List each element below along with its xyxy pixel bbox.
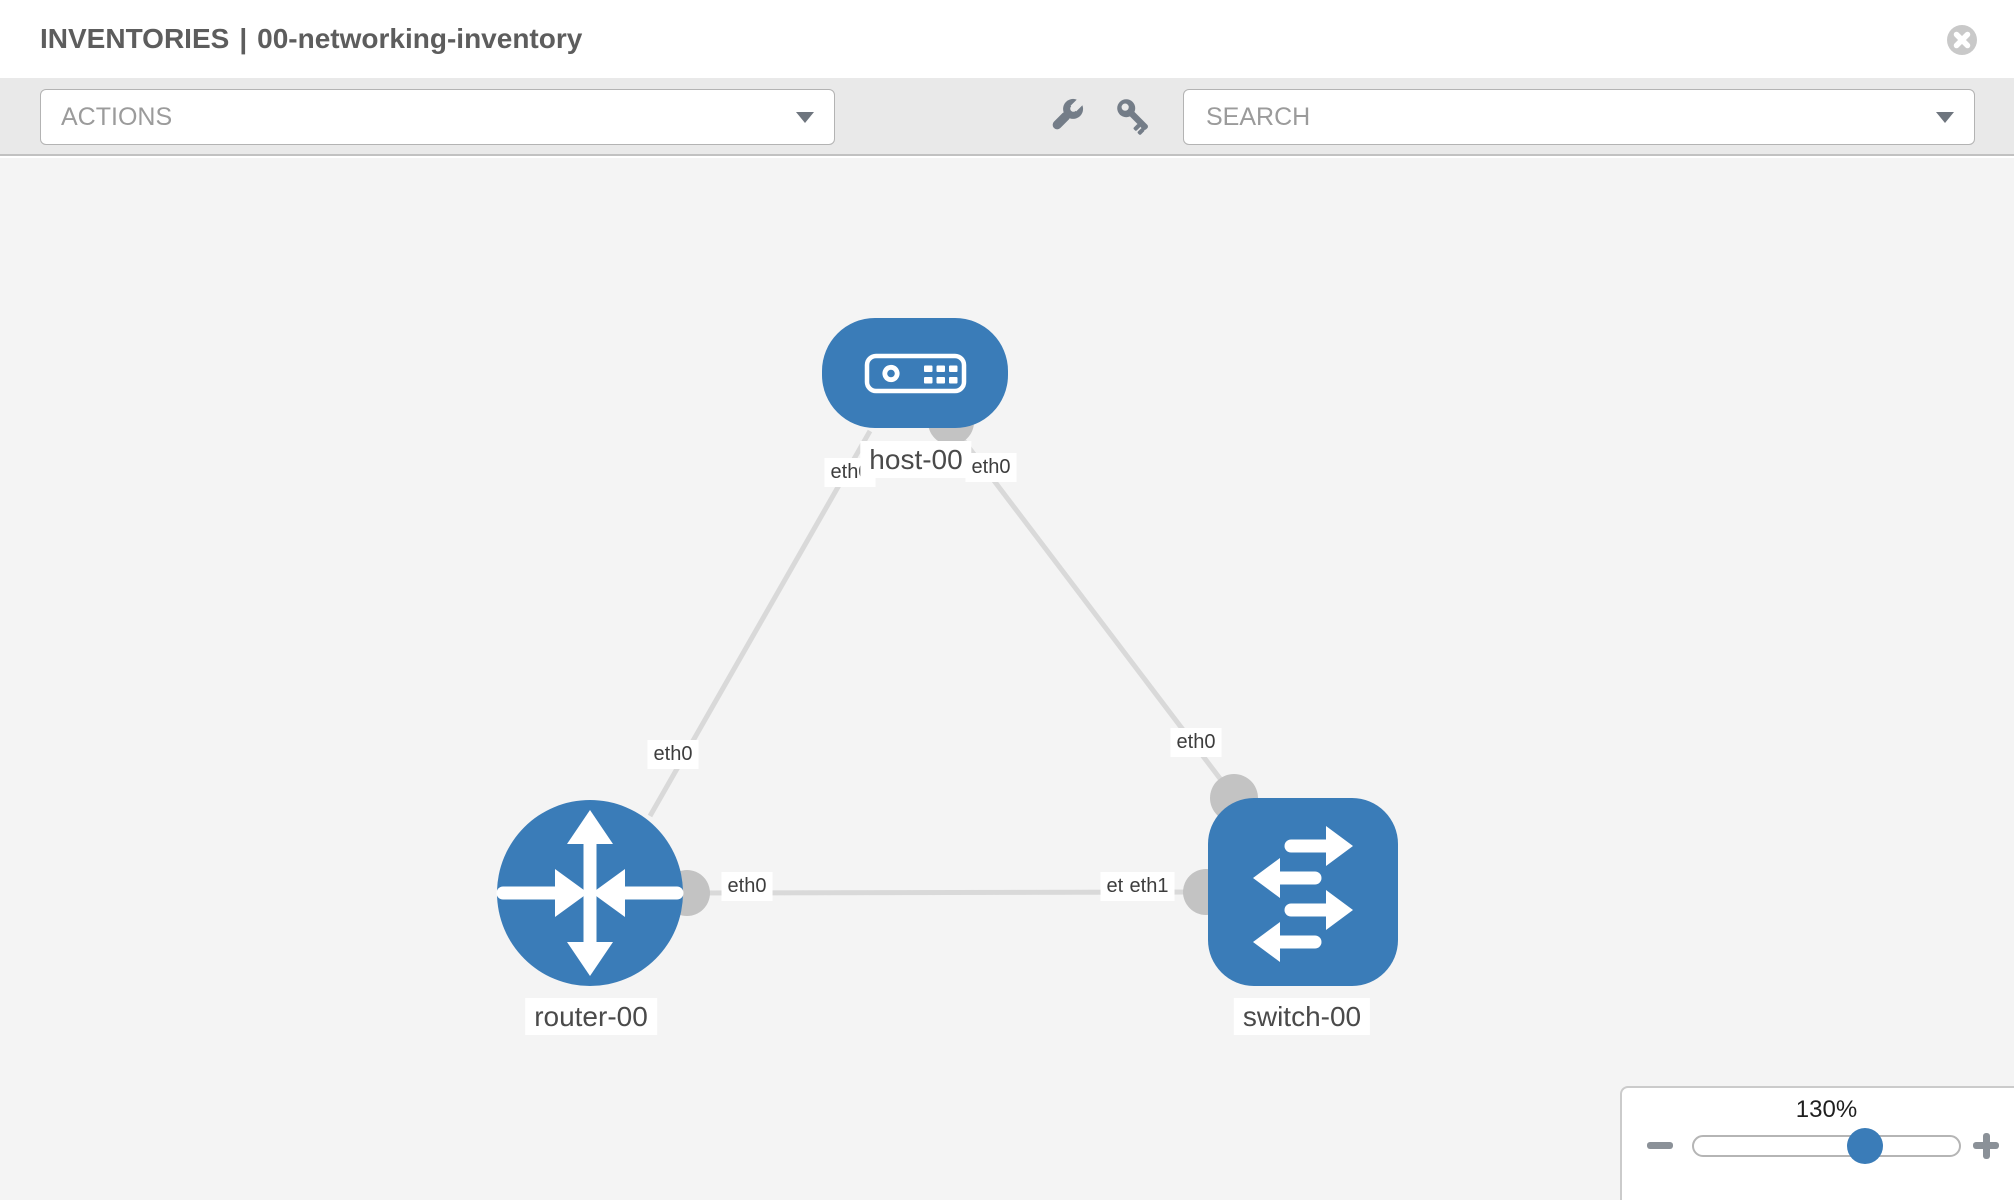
search-dropdown[interactable] — [1183, 89, 1975, 145]
interface-label: eth0 — [1170, 728, 1222, 757]
topology-svg — [496, 318, 1398, 986]
switch-icon — [1253, 826, 1353, 962]
key-button[interactable] — [1110, 92, 1158, 140]
node-label-host-00: host-00 — [860, 441, 972, 478]
node-label-router-00: router-00 — [525, 998, 657, 1035]
node-host-00[interactable] — [822, 318, 1008, 428]
interface-label: eth0 — [721, 872, 773, 901]
interface-label: eth0 — [647, 740, 699, 769]
caret-down-icon — [1936, 111, 1954, 123]
actions-dropdown-label: ACTIONS — [61, 102, 173, 131]
interface-label: eth1 — [1123, 872, 1175, 901]
close-icon — [1947, 25, 1977, 55]
zoom-slider-thumb[interactable] — [1847, 1128, 1883, 1164]
search-input[interactable] — [1204, 101, 1936, 133]
toolbar: ACTIONS — [0, 78, 2014, 156]
zoom-control-panel: 130% — [1620, 1086, 2014, 1200]
wrench-button[interactable] — [1042, 92, 1090, 140]
inventory-name: 00-networking-inventory — [257, 23, 583, 54]
topology-canvas[interactable]: eth0 eth0 host-00 eth0 eth0 eth0 eth0 et… — [0, 158, 2014, 1200]
zoom-out-button[interactable] — [1642, 1128, 1678, 1162]
zoom-level: 130% — [1795, 1096, 1858, 1123]
links — [647, 422, 1236, 896]
interface-label: eth0 — [965, 453, 1017, 482]
breadcrumb-separator: | — [239, 23, 248, 54]
plus-icon — [1982, 1132, 1990, 1159]
node-label-switch-00: switch-00 — [1233, 998, 1371, 1035]
wrench-icon — [1052, 96, 1086, 130]
page-header: INVENTORIES | 00-networking-inventory — [0, 0, 2014, 78]
zoom-in-button[interactable] — [1968, 1128, 2004, 1162]
breadcrumb-section: INVENTORIES — [40, 23, 230, 54]
host-icon — [864, 353, 967, 394]
key-icon — [1117, 99, 1148, 135]
minus-icon — [1647, 1142, 1673, 1149]
actions-dropdown[interactable]: ACTIONS — [40, 89, 835, 145]
router-icon — [496, 810, 684, 976]
node-router-00[interactable] — [496, 800, 684, 986]
close-button[interactable] — [1944, 22, 1980, 58]
caret-down-icon — [796, 111, 814, 123]
page-title: INVENTORIES | 00-networking-inventory — [40, 0, 582, 78]
zoom-slider-track[interactable] — [1692, 1135, 1961, 1157]
node-switch-00[interactable] — [1208, 798, 1398, 986]
